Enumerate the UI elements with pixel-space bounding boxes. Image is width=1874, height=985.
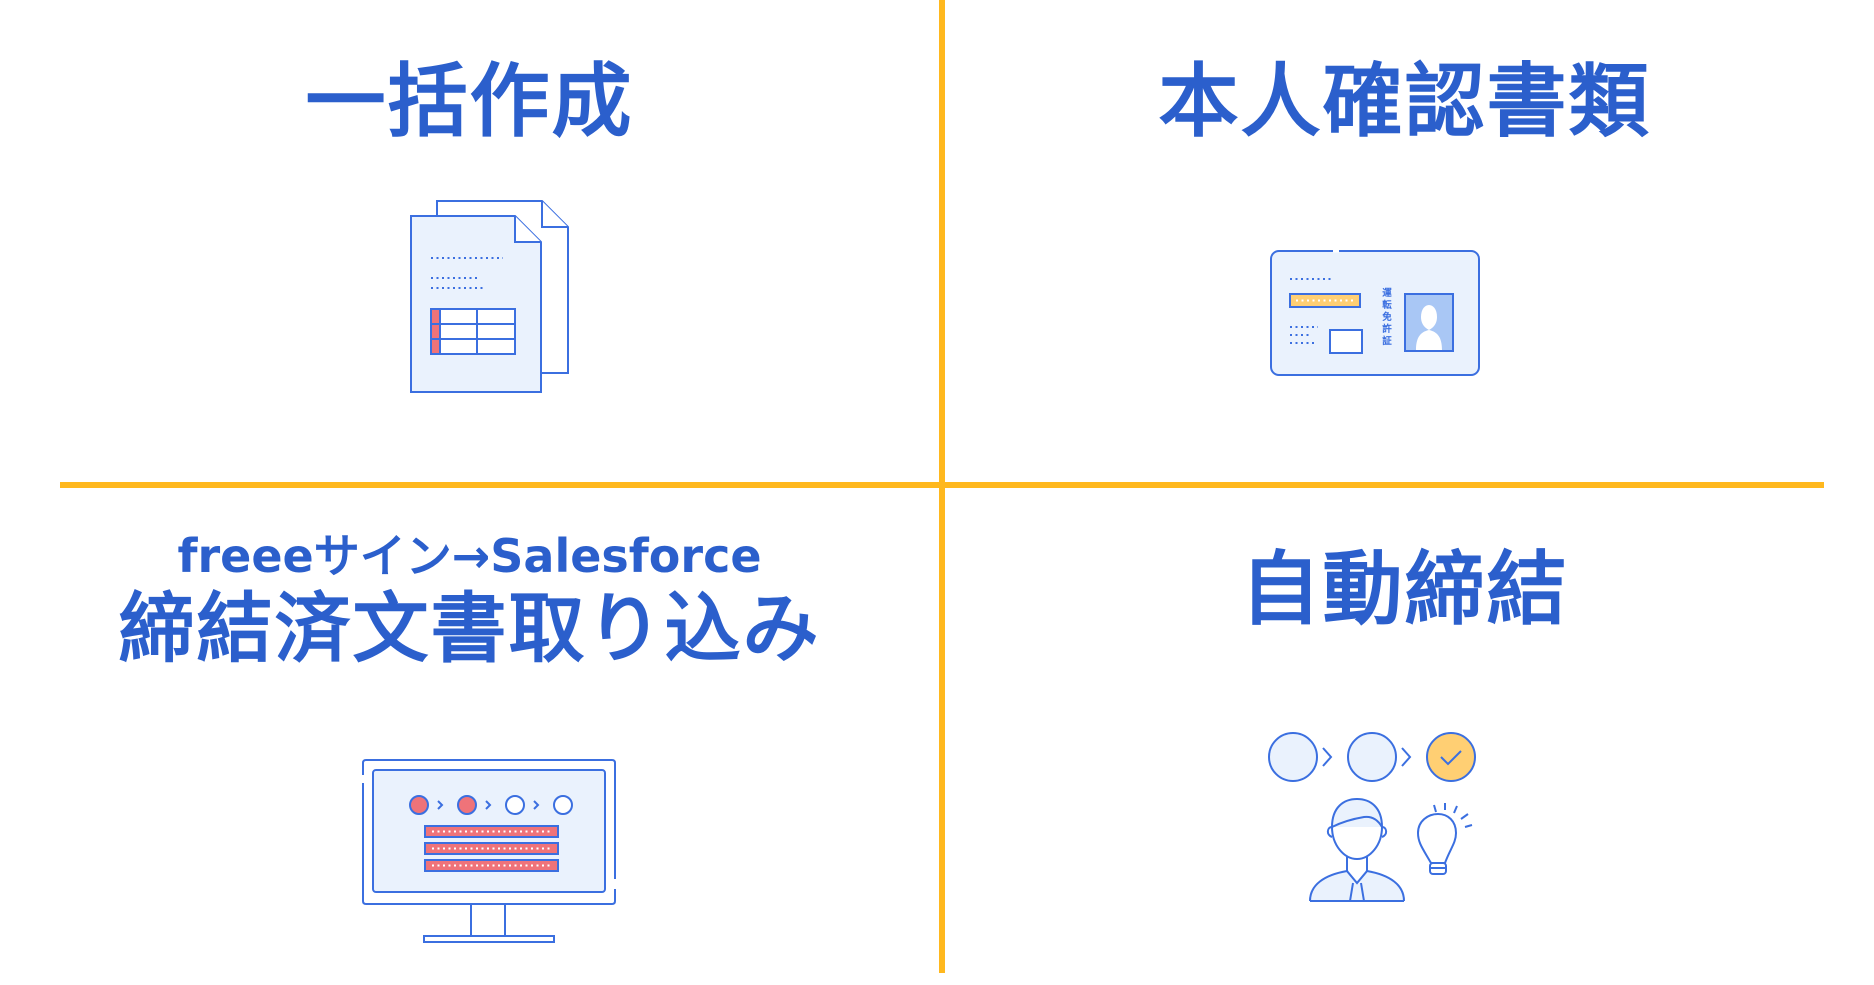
title-auto-signing: 自動締結 [1240, 543, 1569, 636]
title-identity-documents: 本人確認書類 [1158, 55, 1651, 148]
card-char: 転 [1382, 300, 1392, 311]
quadrant-bulk-create: 一括作成 [0, 0, 939, 482]
person-idea-steps-icon [1260, 723, 1500, 923]
license-vertical-label: 運 転 免 許 証 [1380, 288, 1394, 348]
documents-table-icon [405, 195, 575, 400]
title-import-signed-documents: 締結済文書取り込み [118, 584, 821, 673]
subtitle-freee-to-salesforce: freeeサイン→Salesforce [177, 529, 762, 583]
card-char: 運 [1382, 288, 1392, 299]
quadrant-identity-documents: 本人確認書類 運 転 免 許 証 [945, 0, 1874, 482]
id-card-icon: 運 転 免 許 証 [1268, 248, 1482, 378]
horizontal-divider [60, 482, 1824, 488]
card-char: 許 [1382, 324, 1392, 335]
quadrant-auto-signing: 自動締結 [945, 488, 1874, 985]
monitor-steps-icon [358, 755, 620, 951]
title-bulk-create: 一括作成 [305, 55, 634, 148]
card-char: 証 [1382, 336, 1392, 347]
quadrant-import-signed-documents: freeeサイン→Salesforce 締結済文書取り込み [0, 488, 939, 985]
card-char: 免 [1382, 312, 1392, 323]
